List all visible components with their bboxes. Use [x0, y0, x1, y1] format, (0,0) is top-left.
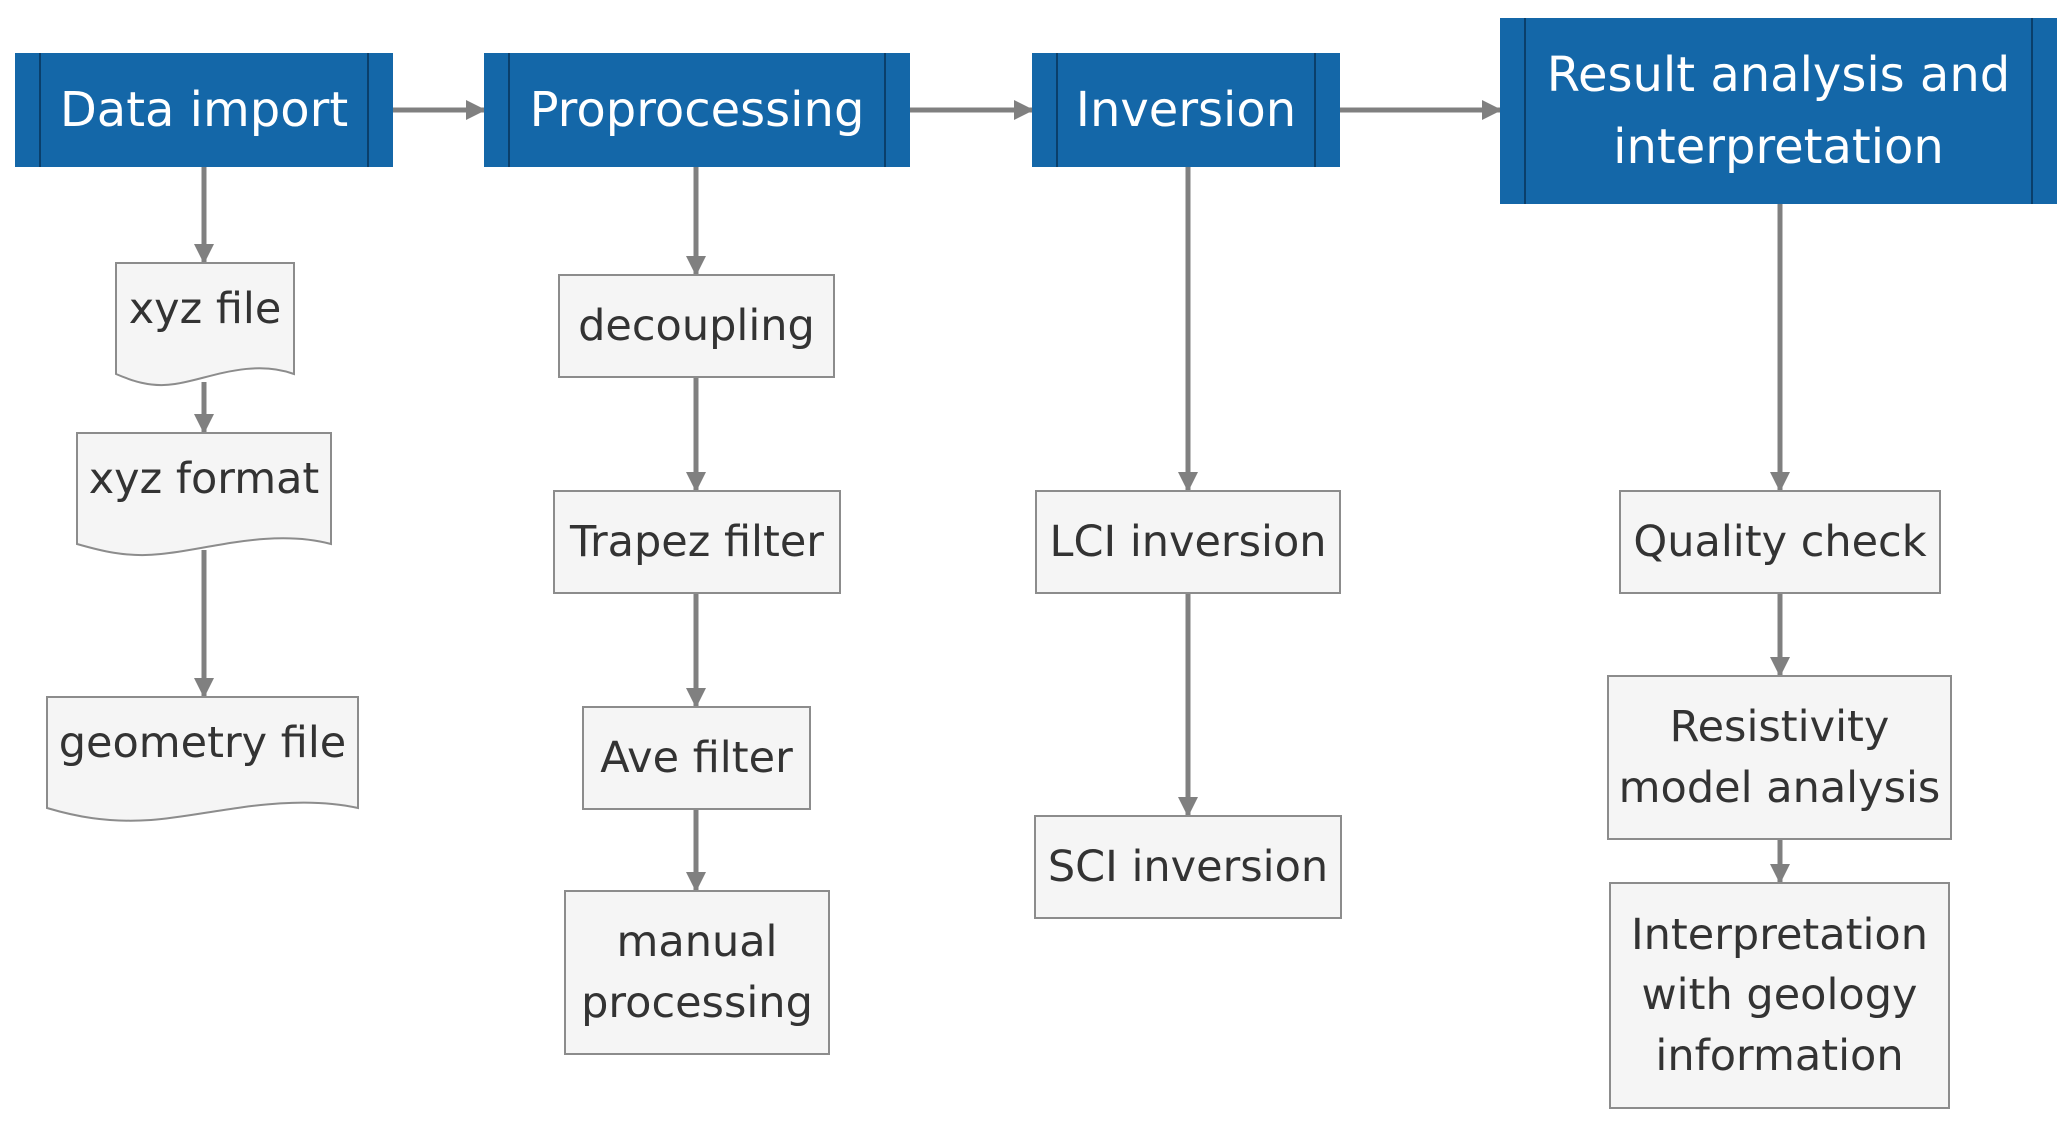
doc-shape [46, 696, 359, 822]
box-sci-inversion-label: SCI inversion [1047, 841, 1329, 892]
box-sci-inversion: SCI inversion [1034, 815, 1342, 919]
box-decoupling: decoupling [558, 274, 835, 378]
doc-shape [76, 432, 332, 557]
box-ave-filter: Ave filter [582, 706, 811, 810]
box-manual-processing: manual processing [564, 890, 830, 1055]
box-interpretation-label: Interpretation with geology information [1631, 910, 1928, 1081]
doc-geometry-file: geometry file [46, 696, 359, 824]
box-trapez-filter: Trapez filter [553, 490, 841, 594]
box-quality-check-label: Quality check [1633, 516, 1927, 567]
doc-shape [115, 262, 295, 386]
stage-data-import: Data import [15, 53, 393, 167]
box-lci-inversion: LCI inversion [1035, 490, 1341, 594]
doc-xyz-file-label: xyz file [128, 284, 282, 334]
box-resistivity-model-analysis: Resistivity model analysis [1607, 675, 1952, 840]
stage-preprocessing-label: Proprocessing [529, 82, 865, 138]
box-manual-processing-label: manual processing [581, 917, 813, 1028]
doc-xyz-format: xyz format [76, 432, 332, 557]
doc-xyz-format-label: xyz format [88, 454, 320, 504]
box-resistivity-label: Resistivity model analysis [1618, 702, 1941, 813]
stage-data-import-label: Data import [59, 82, 349, 138]
stage-inversion: Inversion [1032, 53, 1340, 167]
doc-geometry-file-label: geometry file [58, 718, 347, 768]
box-lci-inversion-label: LCI inversion [1049, 516, 1327, 567]
doc-xyz-file: xyz file [115, 262, 295, 387]
box-ave-filter-label: Ave filter [600, 732, 793, 783]
stage-inversion-label: Inversion [1075, 82, 1297, 138]
box-decoupling-label: decoupling [578, 300, 815, 351]
stage-preprocessing: Proprocessing [484, 53, 910, 167]
stage-result-analysis: Result analysis and interpretation [1500, 18, 2057, 204]
box-quality-check: Quality check [1619, 490, 1941, 594]
stage-result-analysis-label: Result analysis and interpretation [1546, 47, 2011, 175]
box-trapez-filter-label: Trapez filter [570, 516, 824, 567]
box-interpretation-geology: Interpretation with geology information [1609, 882, 1950, 1109]
